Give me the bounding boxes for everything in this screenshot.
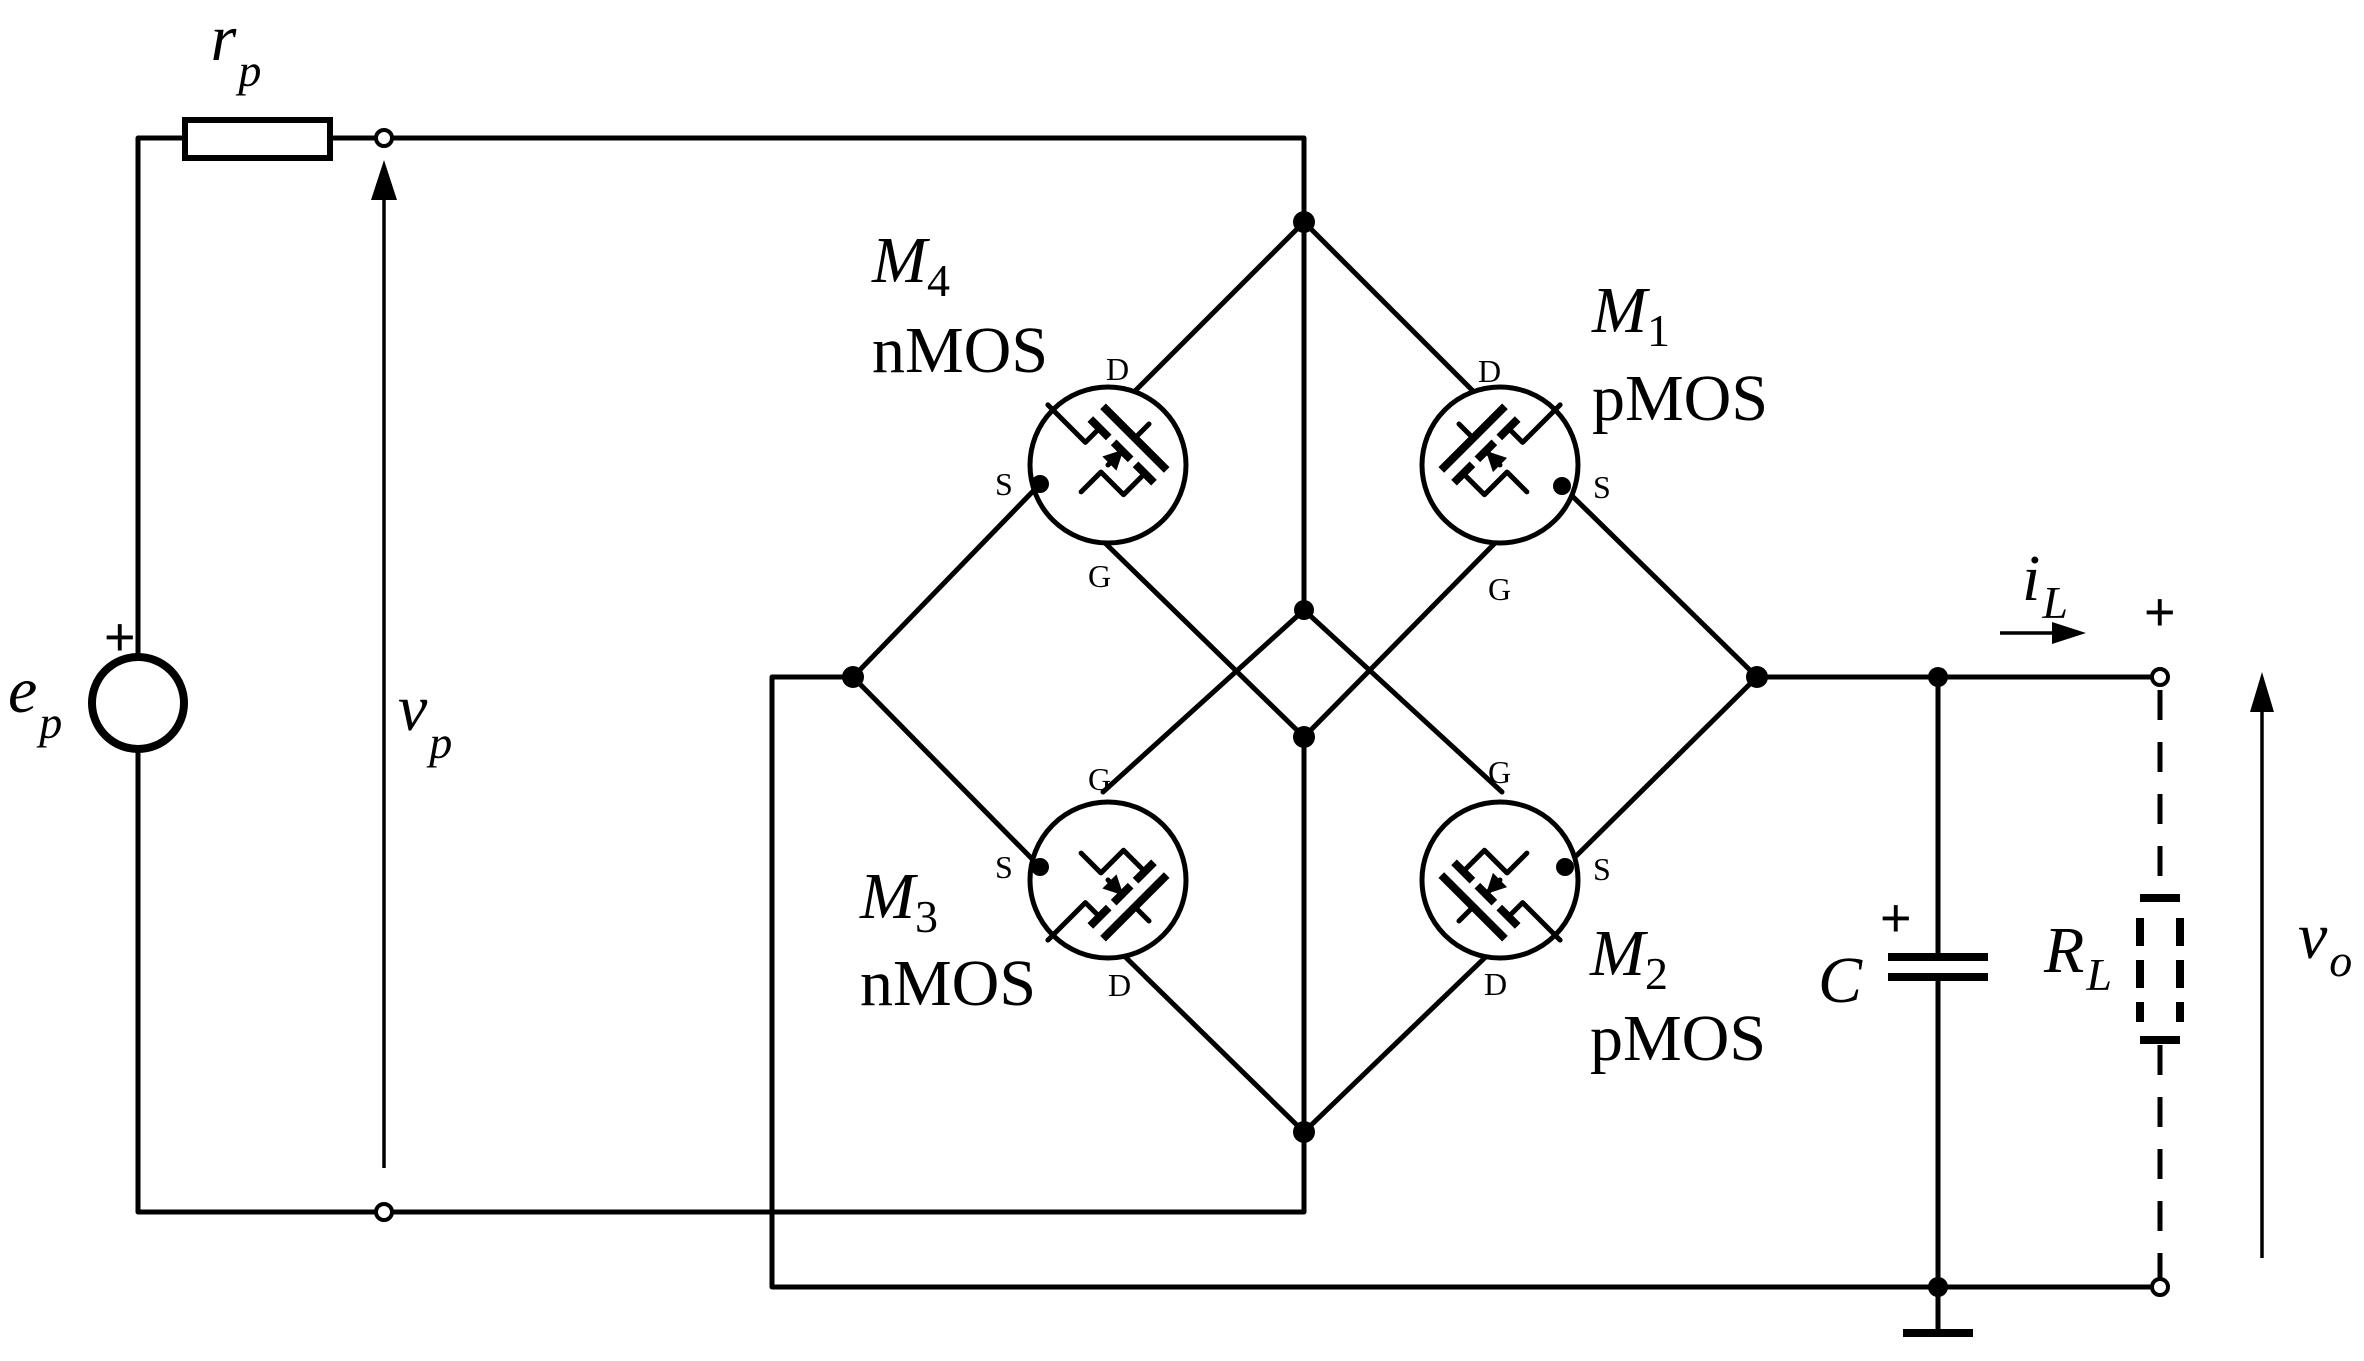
- pin-m3-gate: G: [1088, 761, 1111, 797]
- il-arrow-head: [2052, 622, 2086, 644]
- junction-inner-top: [1294, 600, 1314, 620]
- label-m4-name: M4: [871, 224, 950, 306]
- label-capacitor-plus: +: [1880, 888, 1912, 948]
- wire-top-to-m1-drain: [1301, 219, 1483, 401]
- wire-source-bottom-left: [135, 755, 377, 1215]
- label-vo-plus: +: [2144, 582, 2176, 642]
- junction-top: [1293, 211, 1315, 233]
- wire-left-to-m3-source: [850, 674, 1043, 870]
- wire-m2-drain-to-bottom: [1301, 943, 1500, 1135]
- label-m3-name: M3: [859, 860, 938, 942]
- wire-m3-drain-to-bottom: [1107, 939, 1307, 1135]
- junction-capacitor-top: [1928, 667, 1948, 687]
- wire-m4-source-to-left: [850, 481, 1043, 680]
- wire-left-node-to-ground: [769, 674, 1941, 1290]
- label-m1-type: pMOS: [1592, 362, 1768, 435]
- label-m3-type: nMOS: [860, 947, 1036, 1020]
- pin-m4-drain: D: [1106, 351, 1129, 387]
- wire-bottom-rail: [391, 1129, 1307, 1215]
- label-rl: RL: [2043, 914, 2112, 1000]
- label-m1-name: M1: [1591, 274, 1670, 356]
- terminal-top-left: [374, 128, 394, 148]
- pin-m1-gate: G: [1488, 571, 1511, 607]
- label-m2-type: pMOS: [1590, 1002, 1766, 1075]
- wires: [135, 135, 2163, 1336]
- junction-left: [842, 666, 864, 688]
- wire-source-top-left: [135, 135, 188, 451]
- resistor-rp: [182, 117, 333, 161]
- label-vo: vo: [2298, 900, 2352, 986]
- terminal-output-top: [2150, 667, 2170, 687]
- vp-arrow-head: [371, 160, 397, 200]
- wire-m4-gate-to-inner-bottom: [1100, 538, 1307, 740]
- wire-m2-gate-to-inner-top: [1301, 607, 1505, 795]
- junction-right: [1746, 666, 1768, 688]
- junction-bottom: [1293, 1121, 1315, 1143]
- transistor-m2: [1419, 799, 1581, 961]
- wire-m3-gate-to-inner-right: [1100, 607, 1307, 795]
- pin-m4-gate: G: [1088, 558, 1111, 594]
- junction-capacitor-bottom: [1928, 1277, 1948, 1297]
- pin-m2-source: S: [1593, 851, 1611, 887]
- label-capacitor: C: [1818, 944, 1863, 1017]
- label-ep: ep: [8, 654, 62, 748]
- pin-m1-drain: D: [1478, 353, 1501, 389]
- wire-top-to-m4-drain: [1119, 219, 1307, 407]
- label-rp: rp: [211, 2, 262, 96]
- capacitor-c: [1888, 953, 1988, 981]
- pin-m2-gate: G: [1488, 754, 1511, 790]
- label-m4-type: nMOS: [872, 314, 1048, 387]
- transistor-m4: [1027, 384, 1189, 546]
- pin-m3-drain: D: [1108, 967, 1131, 1003]
- pin-m4-source: S: [995, 466, 1013, 502]
- wire-right-to-m2-source: [1562, 674, 1760, 870]
- transistor-m1: [1419, 384, 1581, 546]
- label-m2-name: M2: [1589, 917, 1668, 999]
- pin-m1-source: S: [1593, 469, 1611, 505]
- terminal-bottom-left: [374, 1202, 394, 1222]
- voltage-source-ep: [88, 653, 188, 753]
- wire-top-rail: [391, 135, 1307, 225]
- label-ep-plus: +: [104, 607, 136, 667]
- wire-m1-source-to-right: [1559, 483, 1760, 680]
- transistor-m3: [1027, 799, 1189, 961]
- terminal-output-bottom: [2150, 1277, 2170, 1297]
- pin-m3-source: S: [995, 849, 1013, 885]
- vo-arrow-head: [2250, 672, 2274, 712]
- label-vp: vp: [398, 672, 452, 768]
- label-il: iL: [2022, 542, 2068, 628]
- pin-m2-drain: D: [1484, 966, 1507, 1002]
- junction-inner-bottom: [1293, 726, 1315, 748]
- wire-m1-gate-to-inner-left: [1301, 538, 1500, 740]
- load-rl: [2136, 690, 2184, 1280]
